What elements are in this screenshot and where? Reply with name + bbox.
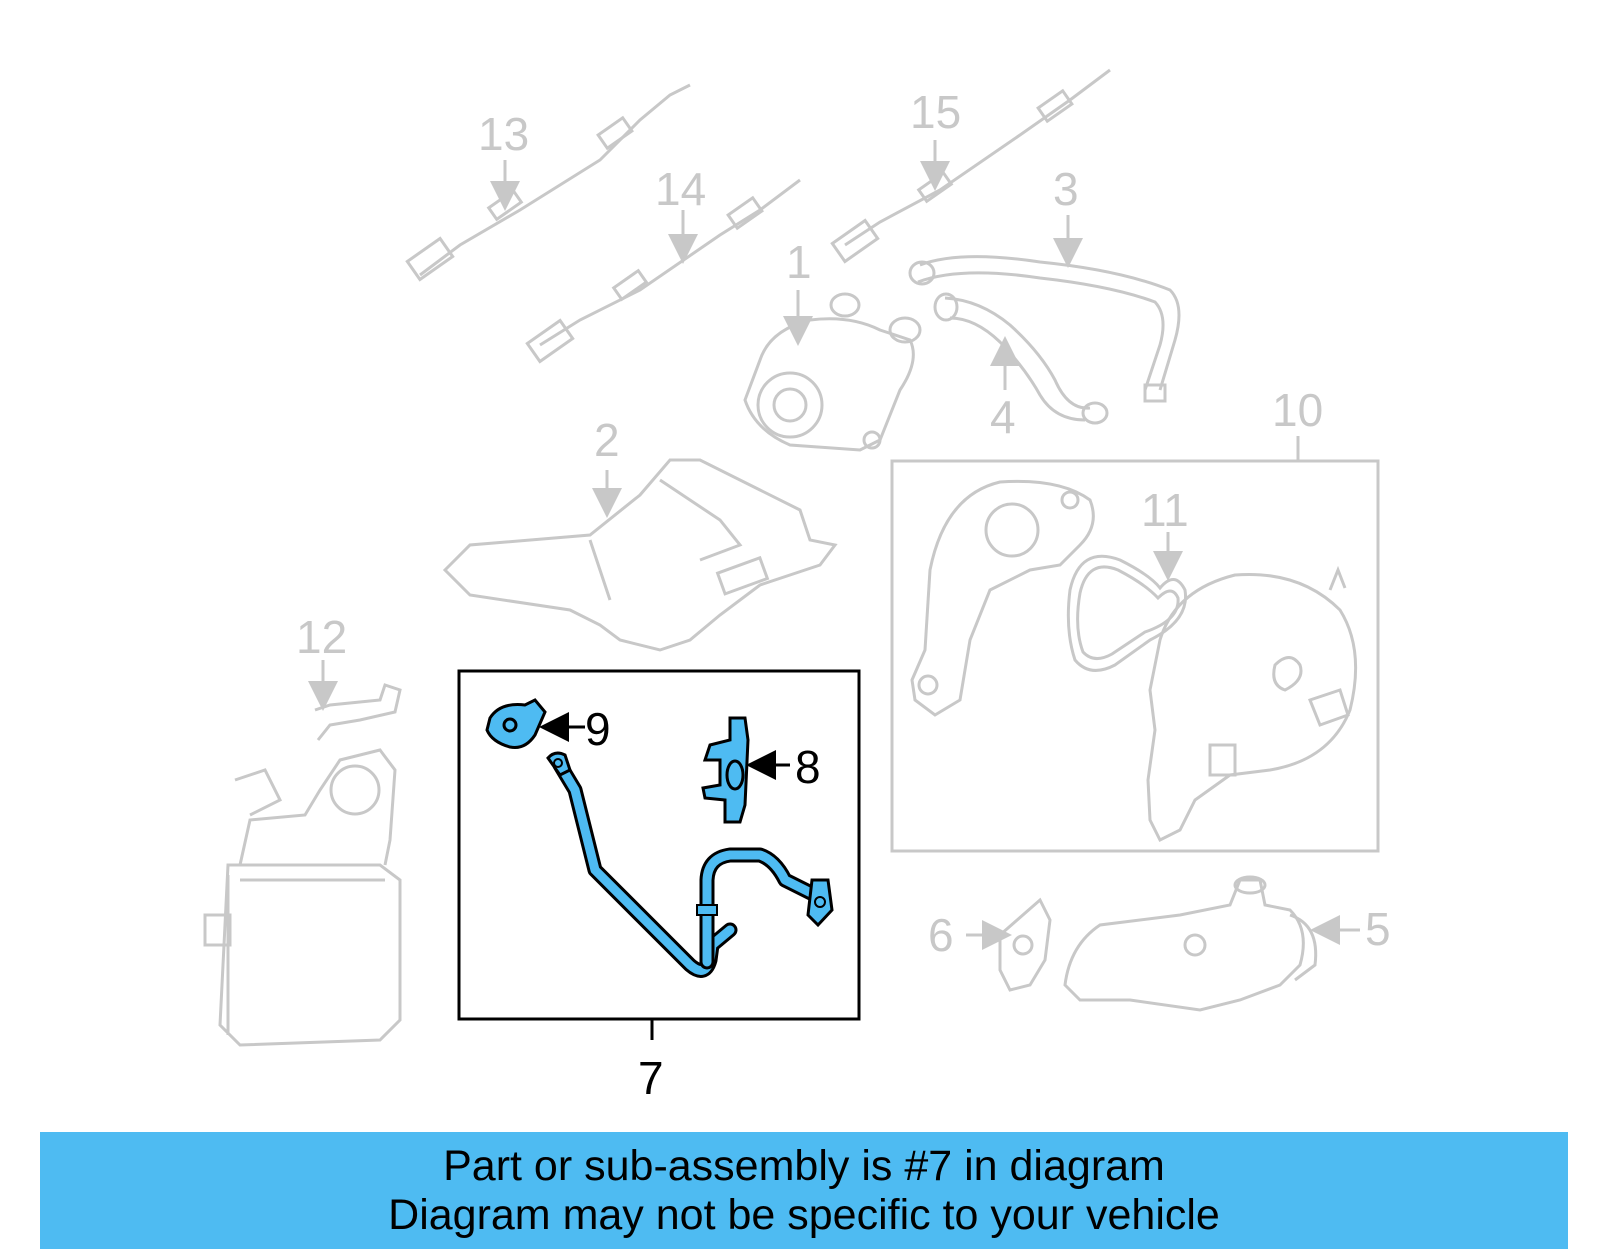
part-8-bracket <box>701 716 750 824</box>
callout-15: 15 <box>910 86 961 138</box>
part-10-group-box <box>890 459 1380 853</box>
part-10-assembly <box>910 479 1358 843</box>
part-5-coolant-pipe <box>1063 875 1318 1012</box>
callout-11: 11 <box>1141 484 1189 536</box>
callout-3: 3 <box>1053 163 1079 215</box>
part-12-canister <box>203 683 402 1047</box>
callout-7: 7 <box>638 1052 664 1104</box>
part-4-hose <box>933 292 1109 425</box>
callout-13: 13 <box>478 108 529 160</box>
info-banner: Part or sub-assembly is #7 in diagram Di… <box>40 1132 1568 1249</box>
callout-2: 2 <box>594 414 620 466</box>
part-7-group-box <box>457 669 861 1021</box>
callout-6: 6 <box>928 909 954 961</box>
callout-14: 14 <box>655 163 706 215</box>
part-3-hose <box>908 255 1181 403</box>
callout-10: 10 <box>1272 384 1323 436</box>
callout-9: 9 <box>585 703 611 755</box>
callout-8: 8 <box>795 741 821 793</box>
banner-line-1: Part or sub-assembly is #7 in diagram <box>443 1142 1165 1190</box>
part-11-gasket <box>1066 554 1188 672</box>
callout-4: 4 <box>990 391 1016 443</box>
callout-12: 12 <box>296 611 347 663</box>
part-1-water-pump <box>743 292 922 452</box>
callout-1: 1 <box>786 236 812 288</box>
banner-line-2: Diagram may not be specific to your vehi… <box>388 1191 1220 1239</box>
callout-5: 5 <box>1365 903 1391 955</box>
part-7-pipe <box>546 751 834 978</box>
part-13-sensor-cable <box>405 83 691 282</box>
part-2-cover <box>442 458 838 652</box>
part-9-gasket <box>485 698 547 749</box>
part-6-gasket <box>998 897 1052 992</box>
